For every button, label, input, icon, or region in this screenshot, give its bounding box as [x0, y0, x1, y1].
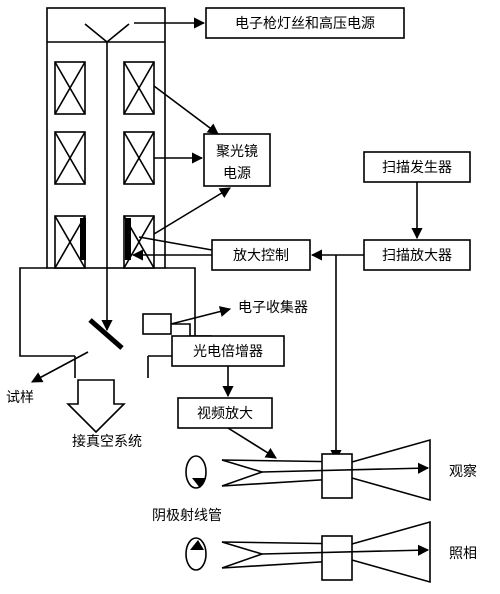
- sample-label: 试样: [6, 390, 34, 406]
- video-amplifier-box: [177, 397, 273, 429]
- scan-amplifier-box: [363, 239, 471, 271]
- video-amplifier-label: 视频放大: [197, 406, 253, 422]
- collector-label-pointer: [170, 306, 232, 325]
- crt-photograph-beam: [261, 544, 430, 556]
- photograph-label: 照相: [449, 546, 477, 562]
- scan-amplifier-label: 扫描放大器: [382, 248, 452, 264]
- lens-coils: [54, 61, 155, 269]
- crt-observe: [221, 438, 431, 502]
- scan-coil-left: [80, 218, 86, 260]
- gun-power-label: 电子枪灯丝和高压电源: [235, 15, 375, 32]
- observe-label: 观察: [449, 463, 477, 480]
- video-to-crt1: [227, 427, 277, 459]
- lens-power-to-coil1: [153, 85, 219, 135]
- electron-collector-symbol: [142, 313, 172, 335]
- sample-pointer: [31, 351, 89, 383]
- scan-coil-right: [125, 218, 131, 260]
- chamber-outlet: [74, 356, 149, 378]
- gun-power-box: [205, 7, 405, 39]
- rotation-icon-photograph: [185, 537, 207, 571]
- lens-power-to-coil3: [153, 187, 231, 235]
- vacuum-arrow-icon: [66, 379, 126, 434]
- crt-observe-beam: [261, 462, 430, 474]
- lens-power-label-1: 聚光镜: [216, 144, 258, 160]
- sample-specimen: [88, 318, 124, 350]
- lens-power-label-2: 电源: [223, 166, 251, 182]
- photomultiplier-box: [171, 335, 285, 367]
- photomultiplier-label: 光电倍增器: [193, 344, 263, 360]
- zoom-control-box: [211, 239, 311, 271]
- lens-power-box: [203, 133, 271, 187]
- electron-collector-label: 电子收集器: [238, 299, 308, 316]
- crt-label: 阴极射线管: [152, 508, 222, 524]
- crt-photograph: [221, 520, 431, 584]
- scan-coil-link: [138, 236, 213, 251]
- vacuum-label: 接真空系统: [72, 433, 142, 450]
- zoom-control-label: 放大控制: [233, 248, 289, 264]
- scan-generator-box: [363, 151, 471, 183]
- rotation-icon-observe: [185, 455, 207, 489]
- scan-generator-label: 扫描发生器: [382, 160, 452, 176]
- collector-to-pmt: [171, 323, 212, 337]
